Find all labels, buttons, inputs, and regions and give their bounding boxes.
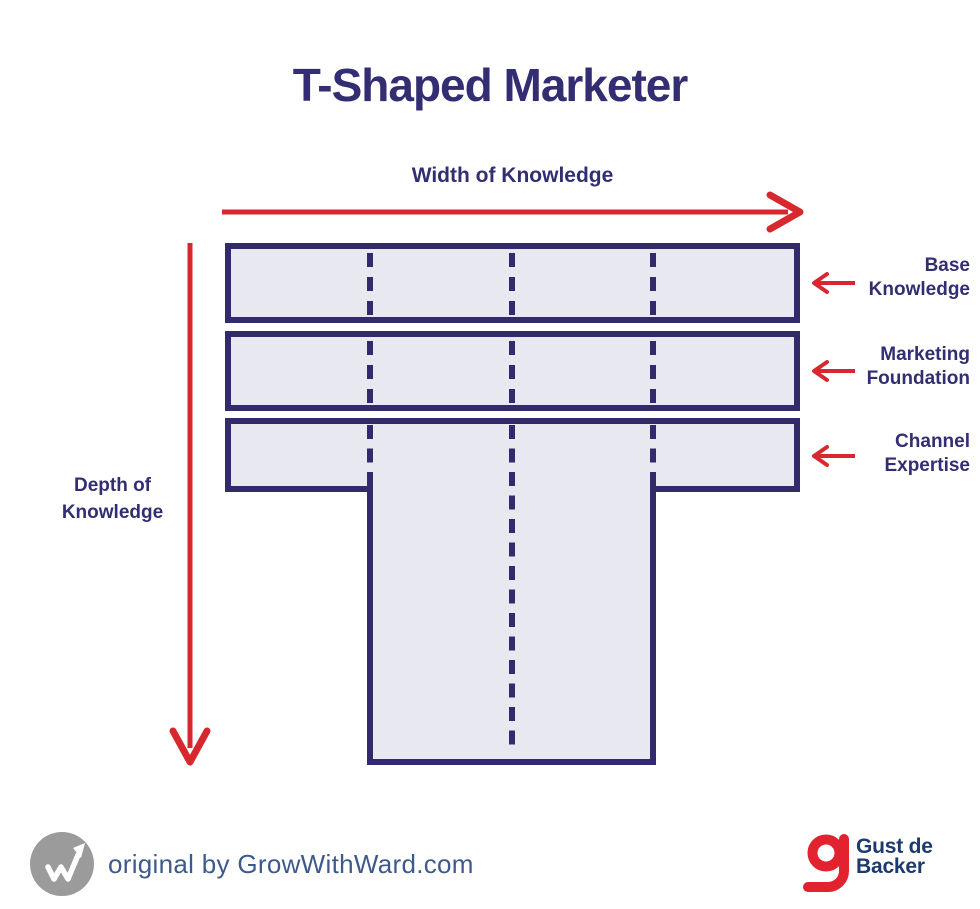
gust-de-backer-logo-icon (803, 834, 849, 892)
channel-expertise-t-shape (225, 418, 800, 765)
depth-arrow-icon (169, 243, 211, 766)
depth-axis-label: Depth of Knowledge (61, 475, 164, 523)
width-arrow-icon (222, 191, 804, 233)
segment-divider-dashes (367, 425, 656, 752)
base-knowledge-bar (225, 243, 800, 323)
annotation-arrow-channel-icon (812, 445, 855, 467)
page-title: T-Shaped Marketer (292, 59, 689, 111)
width-axis-label: Width of Knowledge (411, 164, 614, 187)
annotation-base-knowledge: Base Knowledge (868, 255, 970, 300)
annotation-arrow-base-icon (812, 272, 855, 294)
attribution-text: original by GrowWithWard.com (108, 849, 474, 879)
annotation-channel-expertise: Channel Expertise (884, 431, 970, 476)
growwithward-logo-icon (30, 832, 94, 896)
annotation-arrow-marketing-icon (812, 360, 855, 382)
marketing-foundation-bar (225, 331, 800, 411)
segment-divider-dashes (367, 341, 656, 403)
brand-name: Gust de Backer (856, 835, 933, 878)
annotation-marketing-foundation: Marketing Foundation (866, 344, 970, 389)
segment-divider-dashes (367, 253, 656, 315)
